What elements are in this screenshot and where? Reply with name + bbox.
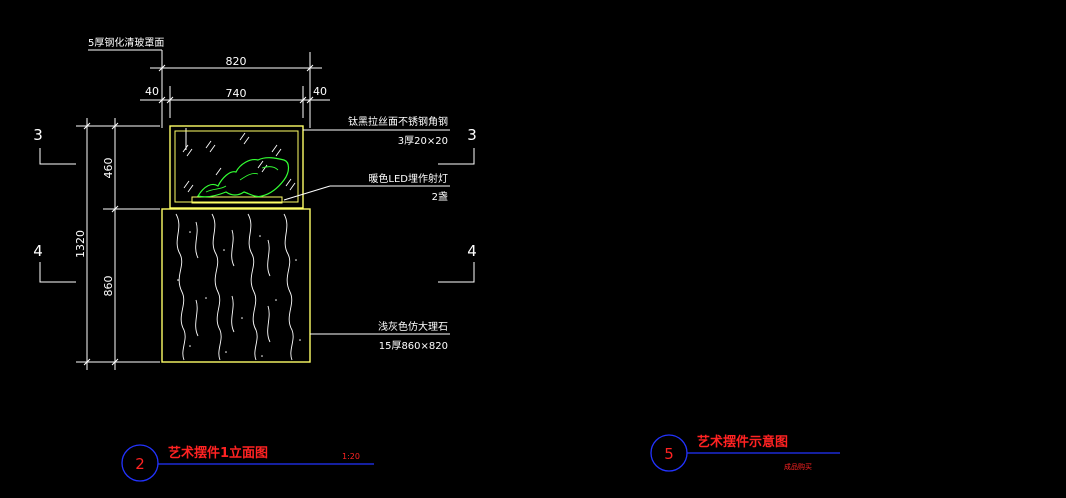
sculpture-outline: [197, 157, 290, 198]
label-glass-top: 5厚钢化清玻罩面: [88, 36, 164, 49]
section-marker-right-upper: 3: [467, 126, 477, 144]
dim-side-left: 40: [145, 85, 159, 98]
section-marker-lines: [39, 148, 475, 283]
title-left: 艺术摆件1立面图: [168, 445, 268, 461]
glass-display-box: [169, 125, 304, 209]
drawing-number-left: 2: [135, 455, 145, 473]
subtitle-right: 成品购买: [784, 462, 812, 471]
drawing-number-circle: [121, 444, 159, 482]
drawing-number-right: 5: [664, 445, 674, 463]
marble-pedestal: [161, 208, 311, 363]
dim-overall-width: 820: [226, 55, 247, 68]
dimension-lines: [76, 49, 330, 370]
title-block-schematic: 5 艺术摆件示意图 成品购买: [650, 434, 840, 472]
dim-upper-height: 460: [102, 158, 115, 179]
annotation-leaders: [283, 129, 450, 335]
label-frame-material: 钛黑拉丝面不锈钢角钢: [348, 115, 448, 128]
dim-lower-height: 860: [102, 276, 115, 297]
section-marker-right-lower: 4: [467, 242, 477, 260]
dim-inner-width: 740: [226, 87, 247, 100]
label-led: 暖色LED埋作射灯: [368, 172, 448, 185]
dim-total-height: 1320: [74, 230, 87, 258]
dim-side-right: 40: [313, 85, 327, 98]
scale-left: 1:20: [342, 452, 360, 461]
title-right: 艺术摆件示意图: [697, 434, 788, 450]
label-marble-material: 浅灰色仿大理石: [378, 320, 448, 333]
section-marker-left-upper: 3: [33, 126, 43, 144]
section-marker-left-lower: 4: [33, 242, 43, 260]
label-marble-spec: 15厚860×820: [379, 340, 448, 352]
label-frame-spec: 3厚20×20: [398, 135, 448, 147]
label-led-qty: 2盏: [432, 190, 448, 203]
title-block-elevation: 2 艺术摆件1立面图 1:20: [121, 444, 374, 482]
